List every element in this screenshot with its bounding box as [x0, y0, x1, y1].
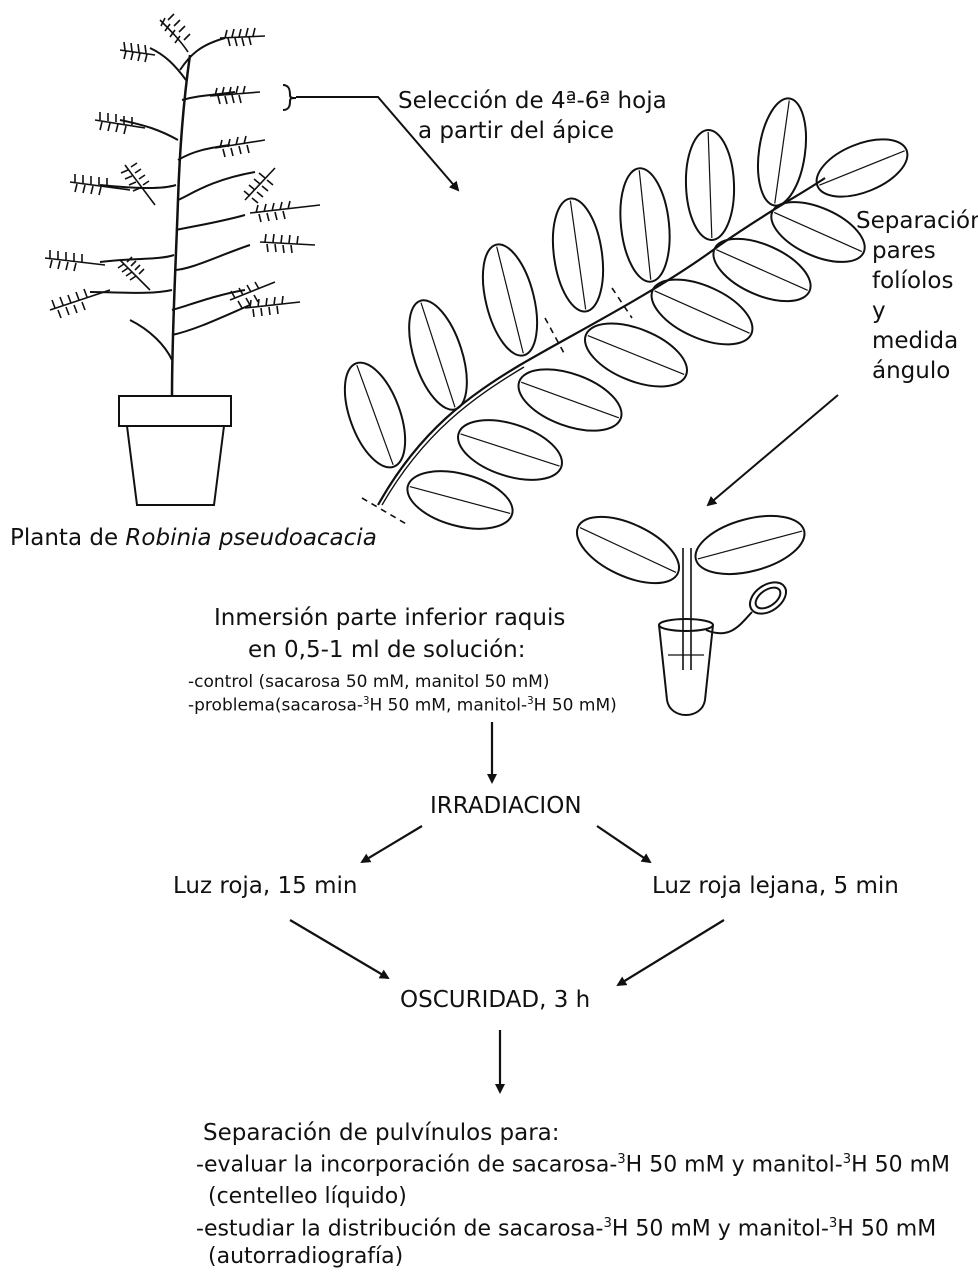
- immersion-label-line2: en 0,5-1 ml de solución:: [248, 637, 525, 663]
- far-red-light-step: Luz roja lejana, 5 min: [652, 873, 899, 899]
- arrow-to-excised-leaflets: [708, 395, 838, 505]
- problem-label: -problema: [188, 696, 275, 716]
- arrow-irradiation-to-red: [362, 826, 422, 862]
- isotope-superscript: 3: [603, 1216, 611, 1231]
- evaluate-text-a: -evaluar la incorporación de sacarosa-: [196, 1152, 617, 1177]
- selection-bracket: [283, 85, 296, 110]
- leaflet-pair-in-tube: [567, 503, 811, 715]
- separation-label-line6: ángulo: [872, 358, 950, 384]
- compound-leaf-illustration: [333, 95, 916, 539]
- plant-caption-prefix: Planta de: [10, 525, 125, 551]
- problem-comp-c: H 50 mM): [534, 696, 617, 716]
- scintillation-line: (centelleo líquido): [208, 1184, 407, 1209]
- arrow-farred-to-dark: [618, 920, 724, 985]
- problem-comp-a: (sacarosa-: [275, 696, 363, 716]
- separation-label-line1: Separación: [856, 208, 978, 234]
- control-solution: -control (sacarosa 50 mM, manitol 50 mM): [188, 673, 549, 693]
- evaluate-text-c: H 50 mM: [851, 1152, 950, 1177]
- isotope-superscript: 3: [617, 1152, 625, 1167]
- selection-label-line2: a partir del ápice: [418, 118, 614, 144]
- immersion-label-line1: Inmersión parte inferior raquis: [214, 605, 565, 631]
- plant-caption: Planta de Robinia pseudoacacia: [10, 525, 377, 551]
- isotope-superscript: 3: [843, 1152, 851, 1167]
- separation-label-line3: folíolos: [872, 268, 953, 294]
- pulvinule-separation-para: para:: [500, 1120, 560, 1146]
- evaluate-text-b: H 50 mM y manitol-: [626, 1152, 843, 1177]
- separation-label-line2: pares: [872, 238, 936, 264]
- plant-species-name: Robinia pseudoacacia: [125, 525, 376, 551]
- study-text-c: H 50 mM: [837, 1216, 936, 1241]
- control-composition: (sacarosa 50 mM, manitol 50 mM): [258, 672, 549, 692]
- pulvinule-separation-text: Separación de pulvínulos: [203, 1120, 500, 1146]
- flow-arrows: [290, 722, 724, 1092]
- study-line: -estudiar la distribución de sacarosa-3H…: [196, 1216, 936, 1242]
- irradiation-step: IRRADIACION: [430, 793, 582, 819]
- separation-label-line4: y: [872, 298, 886, 324]
- potted-plant-illustration: [45, 14, 320, 505]
- pulvinule-separation: Separación de pulvínulos para:: [203, 1120, 560, 1146]
- flower-pot: [119, 396, 231, 505]
- separation-label-line5: medida: [872, 328, 958, 354]
- study-text-a: -estudiar la distribución de sacarosa-: [196, 1216, 603, 1241]
- problem-solution: -problema(sacarosa-3H 50 mM, manitol-3H …: [188, 696, 617, 716]
- control-label: -control: [188, 672, 258, 692]
- red-light-step: Luz roja, 15 min: [173, 873, 357, 899]
- arrow-red-to-dark: [290, 920, 388, 978]
- autoradiography-line: (autorradiografía): [208, 1244, 403, 1269]
- evaluate-line: -evaluar la incorporación de sacarosa-3H…: [196, 1152, 950, 1178]
- problem-comp-b: H 50 mM, manitol-: [370, 696, 528, 716]
- arrow-irradiation-to-farred: [597, 826, 650, 862]
- study-text-b: H 50 mM y manitol-: [612, 1216, 829, 1241]
- selection-label-line1: Selección de 4ª-6ª hoja: [398, 88, 667, 114]
- darkness-step: OSCURIDAD, 3 h: [400, 987, 590, 1013]
